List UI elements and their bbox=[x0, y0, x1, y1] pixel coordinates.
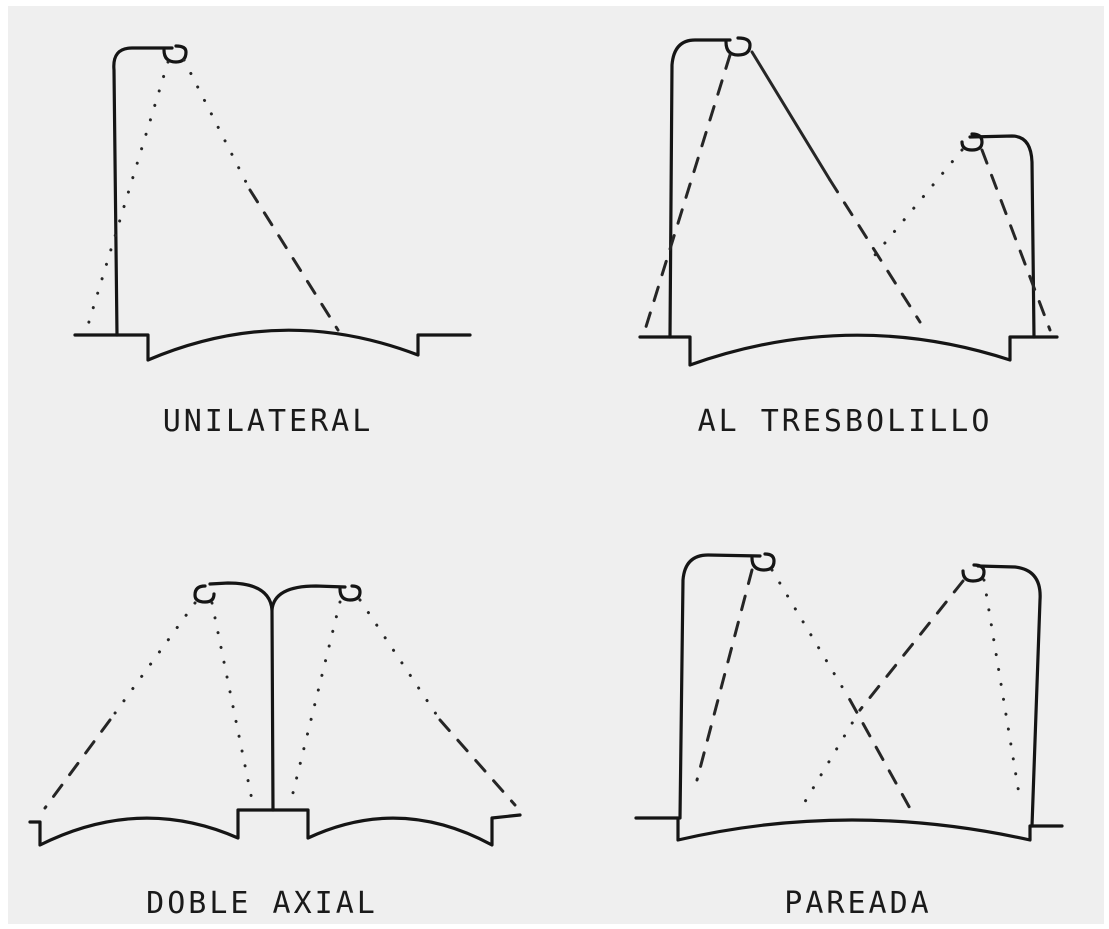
diagram-pareada bbox=[634, 552, 1064, 842]
light-beam-pareada-right-cross-lower bbox=[798, 708, 862, 812]
light-beam-tresbolillo-left-dash bbox=[828, 178, 922, 324]
light-beam-pareada-left-cross-lower bbox=[848, 698, 914, 814]
light-beam-pareada-left-cross bbox=[770, 568, 852, 702]
caption-al-tresbolillo: AL TRESBOLILLO bbox=[697, 404, 993, 439]
light-beam-doble-axial-right-out bbox=[358, 598, 442, 722]
road-profile-tresbolillo bbox=[638, 333, 1059, 367]
lamp-post-tresbolillo-right bbox=[968, 134, 1036, 339]
light-beam-doble-axial-right-out-lower bbox=[438, 718, 517, 807]
paper-sheet bbox=[8, 6, 1104, 924]
light-beam-left-unilateral bbox=[86, 60, 170, 327]
light-beam-tresbolillo-right-down bbox=[980, 148, 1052, 332]
lamp-post-tresbolillo-left bbox=[668, 38, 732, 339]
lamp-head-pareada-left bbox=[750, 552, 776, 572]
light-beam-tresbolillo-left-down bbox=[643, 53, 732, 332]
diagram-unilateral bbox=[73, 44, 472, 362]
lamp-head-tresbolillo-left bbox=[724, 36, 752, 57]
light-beam-doble-axial-left-out bbox=[108, 601, 197, 722]
light-beam-doble-axial-left-in bbox=[210, 601, 255, 807]
light-beam-tresbolillo-right-left bbox=[873, 148, 964, 257]
road-profile-pareada bbox=[634, 816, 1064, 842]
light-beam-pareada-right-cross bbox=[858, 579, 965, 712]
lamp-arm-doble-axial-right bbox=[270, 584, 347, 612]
lamp-post-doble-axial bbox=[208, 581, 275, 812]
lamp-post-unilateral bbox=[112, 46, 174, 337]
light-beam-doble-axial-left-out-lower bbox=[43, 718, 112, 810]
road-profile-unilateral bbox=[73, 328, 472, 362]
light-beam-doble-axial-right-in bbox=[288, 600, 342, 807]
lamp-post-pareada-left bbox=[678, 553, 762, 820]
light-beam-right-unilateral-lower bbox=[248, 188, 340, 332]
lamp-head-pareada-right bbox=[961, 563, 986, 583]
lamp-post-pareada-right bbox=[976, 564, 1042, 828]
lamp-head-doble-axial-left bbox=[193, 584, 216, 604]
lamp-head-doble-axial-right bbox=[338, 584, 362, 602]
caption-unilateral: UNILATERAL bbox=[162, 404, 374, 439]
lamp-head-tresbolillo-right bbox=[960, 132, 984, 152]
light-beam-tresbolillo-left-solid bbox=[750, 50, 832, 182]
caption-pareada: PAREADA bbox=[784, 886, 932, 921]
diagram-al-tresbolillo bbox=[638, 36, 1059, 367]
diagram-doble-axial bbox=[28, 581, 522, 847]
light-beam-right-unilateral bbox=[182, 58, 252, 192]
light-beam-pareada-right-down bbox=[982, 578, 1022, 802]
caption-doble-axial: DOBLE AXIAL bbox=[146, 886, 378, 921]
road-profile-doble-axial bbox=[28, 808, 522, 847]
light-beam-pareada-left-down bbox=[695, 568, 754, 782]
